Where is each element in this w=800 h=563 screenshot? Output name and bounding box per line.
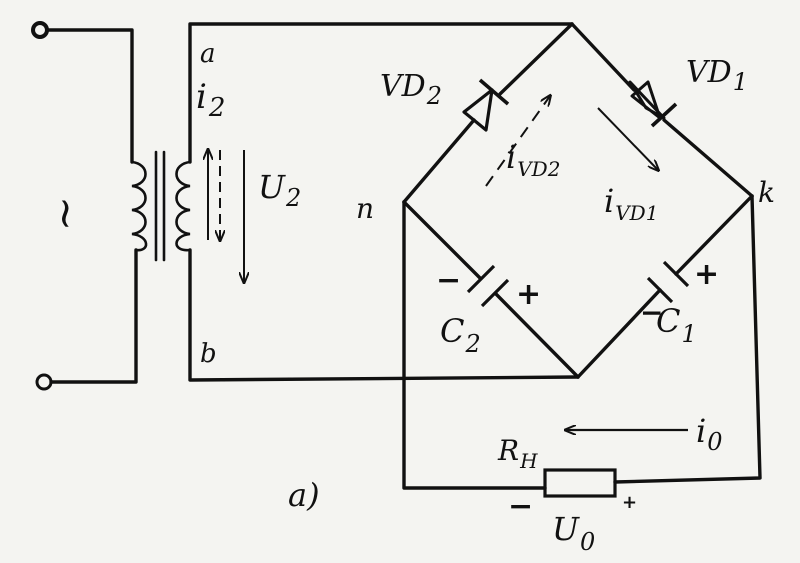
diode-vd2 <box>462 78 510 132</box>
ivd1-label: iVD1 <box>604 182 658 225</box>
input-terminals <box>31 21 138 391</box>
input-terminal-top <box>31 21 49 39</box>
c1-to-k <box>674 194 754 276</box>
u2-label: U2 <box>258 168 301 212</box>
u0-label: U0 <box>552 510 595 556</box>
capacitor-c2-plate-2 <box>480 278 510 308</box>
figure-label: a) <box>288 476 320 514</box>
node-n-label: n <box>356 192 374 225</box>
diode-vd2-bar <box>478 78 510 106</box>
arrows <box>208 96 688 430</box>
wiring <box>188 22 762 490</box>
c1-label: C1 <box>656 302 697 348</box>
ac-source-symbol: ~ <box>42 196 91 231</box>
primary-top-lead <box>45 28 134 164</box>
capacitor-c1-plate-1 <box>646 276 674 304</box>
capacitor-c2-plate-1 <box>466 264 496 294</box>
node-a-label: a <box>200 39 216 69</box>
bridge-top-to-vd1 <box>570 22 636 92</box>
node-k-label: k <box>758 176 775 209</box>
load-plus-sign: + <box>622 492 637 513</box>
k-to-load <box>613 194 762 484</box>
bridge-top-to-vd2 <box>498 22 574 96</box>
vd1-label: VD1 <box>686 55 748 96</box>
capacitor-c1-plate-2 <box>662 260 690 288</box>
primary-winding <box>130 160 148 252</box>
c2-to-bottom <box>494 292 580 379</box>
c2-plus-sign: + <box>516 277 541 312</box>
diode-vd2-triangle <box>462 88 494 132</box>
vd2-label: VD2 <box>380 69 442 110</box>
primary-bottom-lead <box>49 248 138 384</box>
vd2-to-n <box>402 118 476 204</box>
capacitor-c1 <box>646 260 690 304</box>
secondary-winding <box>175 160 192 252</box>
c1-plus-sign: + <box>694 257 719 292</box>
c2-minus-sign: − <box>436 263 461 298</box>
ivd1-arrow <box>597 107 658 170</box>
capacitor-c2 <box>466 264 510 308</box>
rh-label: RH <box>497 434 538 473</box>
bottom-to-c1 <box>576 288 662 379</box>
n-to-load <box>402 200 547 490</box>
input-terminal-bottom <box>35 373 53 391</box>
n-to-c2 <box>402 200 482 280</box>
i0-label: i0 <box>696 412 723 456</box>
diode-vd1-triangle <box>628 80 666 120</box>
load-resistor <box>543 468 617 498</box>
vd1-to-k <box>662 118 754 198</box>
i2-label: i2 <box>196 77 225 123</box>
node-b-label: b <box>200 339 217 369</box>
transformer <box>130 150 192 262</box>
diode-vd1 <box>628 80 678 128</box>
c1-minus-sign: − <box>640 296 663 329</box>
diode-vd1-bar <box>650 102 678 128</box>
wire-b-bottom <box>188 248 580 382</box>
c2-label: C2 <box>440 312 481 358</box>
wire-a-top <box>188 22 574 164</box>
ivd2-label: iVD2 <box>506 138 560 181</box>
load-minus-sign: − <box>508 489 533 524</box>
